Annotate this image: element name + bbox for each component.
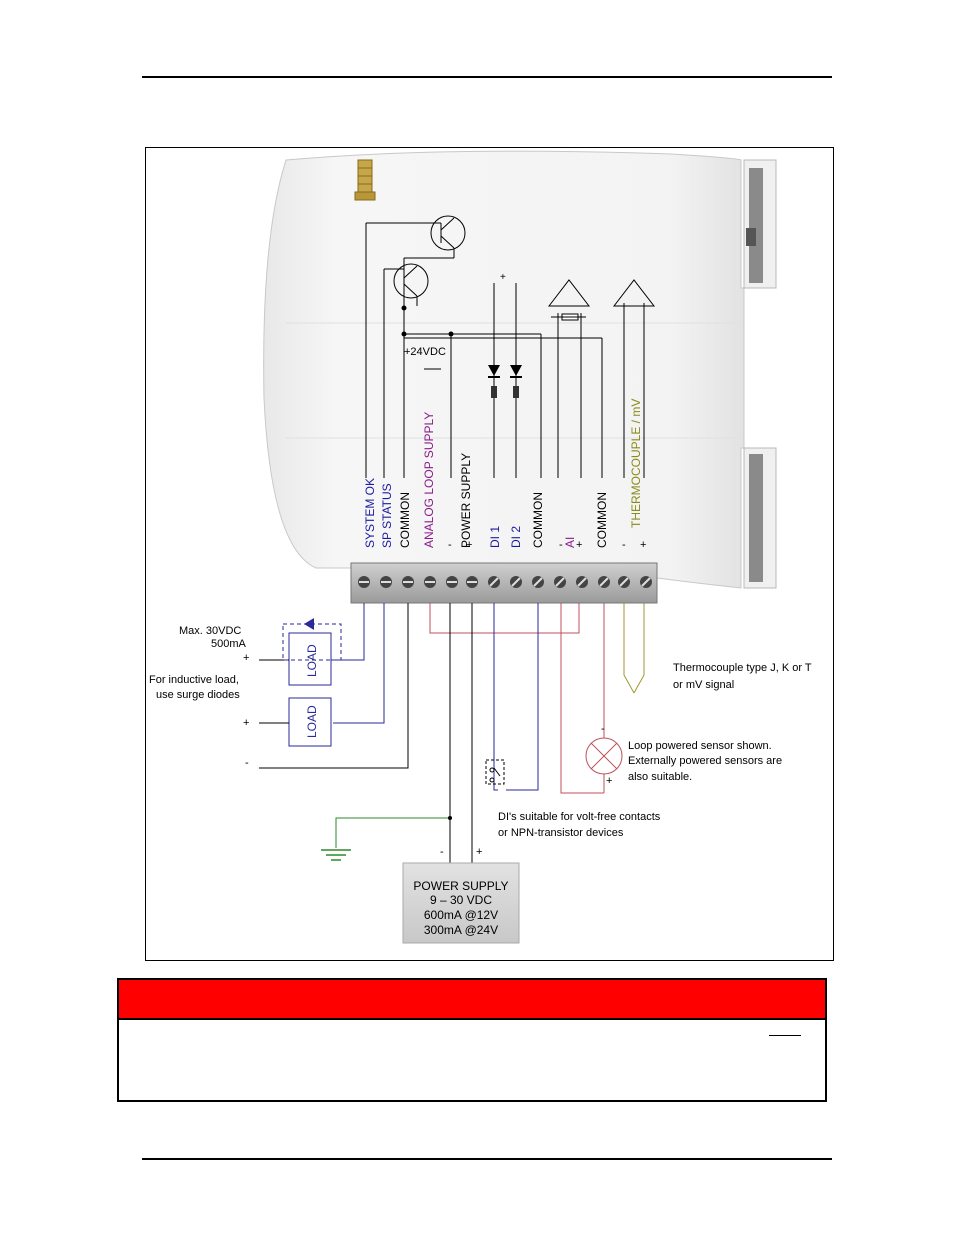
sp-status-wire — [333, 603, 385, 724]
antenna-connector — [354, 159, 376, 201]
load-label-2: LOAD — [305, 705, 319, 738]
ai-minus-mark: - — [559, 539, 563, 551]
load2-plus-mark: + — [243, 717, 249, 729]
tc-minus-wire — [623, 603, 635, 694]
common-wire — [259, 603, 409, 769]
system-ok-wire — [344, 603, 365, 661]
ps-minus-mark: - — [440, 846, 444, 858]
sensor-note-line1: Loop powered sensor shown. — [628, 740, 772, 752]
bus-junction-dot — [448, 331, 454, 337]
ground-wire — [335, 817, 450, 848]
sensor-plus-mark: + — [606, 775, 612, 787]
common-label-2: COMMON — [531, 492, 545, 548]
common-label-1: COMMON — [398, 492, 412, 548]
thermocouple-note-line2: or mV signal — [673, 679, 734, 691]
di-contact-switch — [485, 759, 505, 785]
di-plus-sign: + — [500, 272, 506, 283]
terminal-block — [350, 562, 658, 604]
power-supply-box: POWER SUPPLY 9 – 30 VDC 600mA @12V 300mA… — [402, 862, 520, 944]
inductive-note-line2: use surge diodes — [156, 689, 240, 701]
warning-box — [117, 978, 827, 1102]
warning-underline-mark — [769, 1035, 801, 1036]
header-rule — [142, 76, 832, 78]
power-plus-mark: + — [466, 539, 472, 551]
system-ok-label: SYSTEM OK — [363, 478, 377, 548]
di-diodes — [488, 365, 522, 398]
loop-minus-mark: - — [448, 539, 452, 551]
thermocouple-amplifier-symbol — [612, 279, 656, 307]
tc-plus-mark: + — [640, 539, 646, 551]
analog-loop-wire — [429, 603, 580, 634]
di1-wire — [493, 603, 498, 791]
ai-amplifier-symbol — [547, 279, 591, 321]
bus-junction-dot — [401, 305, 407, 311]
load-box-2: LOAD — [259, 697, 332, 747]
ps-plus-mark: + — [476, 846, 482, 858]
ground-junction-dot — [448, 816, 452, 820]
sensor-minus-mark: - — [601, 723, 605, 735]
max-voltage-note: Max. 30VDC — [179, 625, 241, 637]
internal-circuit — [365, 215, 645, 478]
plus24-label: +24VDC — [404, 346, 446, 358]
ps-box-line2: 9 – 30 VDC — [430, 893, 492, 907]
di2-label: DI 2 — [509, 526, 523, 548]
wiring-diagram-figure: +24VDC + SYSTEM OK SP STATUS COMMON ANAL… — [145, 147, 834, 961]
ground-symbol — [321, 849, 351, 861]
ps-box-line4: 300mA @24V — [424, 923, 498, 937]
ai-plus-mark: + — [576, 539, 582, 551]
ai-loop-wire — [560, 603, 604, 794]
power-supply-label: POWER SUPPLY — [459, 453, 473, 548]
di-common-wire — [506, 603, 539, 791]
max-current-note: 500mA — [211, 638, 247, 650]
ps-box-line3: 600mA @12V — [424, 908, 498, 922]
sensor-note-line3: also suitable. — [628, 771, 692, 783]
bus-junction-dot — [401, 331, 407, 337]
ps-box-line1: POWER SUPPLY — [413, 879, 508, 893]
tc-minus-mark: - — [622, 539, 626, 551]
di1-label: DI 1 — [488, 526, 502, 548]
warning-header-bar — [119, 980, 825, 1020]
loop-powered-sensor — [585, 737, 623, 793]
di-note-line1: DI's suitable for volt-free contacts — [498, 811, 661, 823]
ai-label: AI — [563, 537, 577, 548]
load1-plus-mark: + — [243, 652, 249, 664]
wiring-diagram: +24VDC + SYSTEM OK SP STATUS COMMON ANAL… — [149, 150, 812, 944]
inductive-note-line1: For inductive load, — [149, 674, 239, 686]
sensor-note-line2: Externally powered sensors are — [628, 755, 782, 767]
analog-loop-supply-label: ANALOG LOOP SUPPLY — [422, 412, 436, 548]
device-housing — [263, 150, 777, 589]
di-note-line2: or NPN-transistor devices — [498, 827, 624, 839]
thermocouple-label: THERMOCOUPLE / mV — [629, 399, 643, 528]
tc-plus-wire — [633, 603, 645, 694]
sp-status-label: SP STATUS — [380, 483, 394, 548]
common-label-3: COMMON — [595, 492, 609, 548]
load-box-1: LOAD — [259, 618, 344, 686]
common-minus-mark: - — [245, 757, 249, 769]
thermocouple-note-line1: Thermocouple type J, K or T — [673, 662, 812, 674]
footer-rule — [142, 1158, 832, 1160]
